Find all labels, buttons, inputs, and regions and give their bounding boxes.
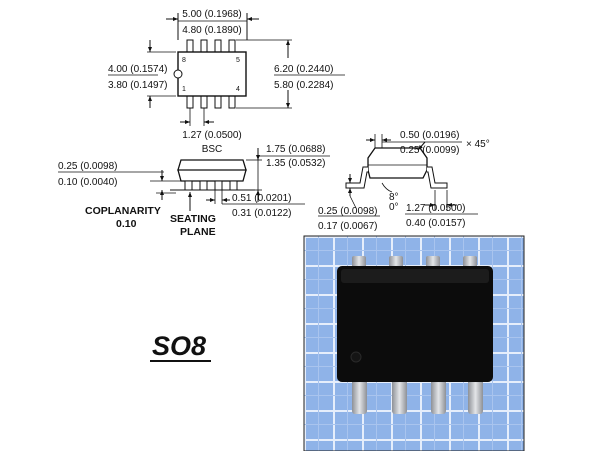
chip-photo [303,235,525,451]
foot-max-label: 1.27 (0.0500) [406,203,466,214]
total-width-min-label: 5.80 (0.2284) [274,80,334,91]
thickness-min-label: 0.17 (0.0067) [318,221,378,232]
height-min-label: 1.35 (0.0532) [266,158,326,169]
lead-width-max-label: 0.51 (0.0201) [232,193,292,204]
top-pin-6 [214,39,222,53]
photo-bottom-lead-3 [431,374,446,414]
end-lead-right [427,166,448,189]
side-lead-1 [184,180,193,191]
top-pin-8 [186,39,194,53]
pin-1-label: 1 [182,86,186,93]
body-width-min-label: 3.80 (0.1497) [108,80,168,91]
top-pin-5 [228,39,236,53]
package-name-title: SO8 [152,331,206,361]
end-view-body [367,147,428,179]
top-view: 5.00 (0.1968) 4.80 (0.1890) 8 5 1 4 4.00… [108,9,345,155]
pin1-notch-icon [173,69,183,79]
plane-label: PLANE [180,226,216,238]
coplanarity-value-label: 0.10 [116,218,137,230]
standoff-max-label: 0.25 (0.0098) [58,161,118,172]
photo-pin1-dot-icon [350,351,362,363]
bottom-pin-4 [228,95,236,109]
end-lead-left [345,166,368,189]
end-view: 0.50 (0.0196) 0.25 (0.0099) × 45° 0.25 (… [318,130,490,232]
bottom-pin-1 [186,95,194,109]
height-max-label: 1.75 (0.0688) [266,144,326,155]
top-view-body [177,51,247,97]
bottom-pin-3 [214,95,222,109]
total-width-max-label: 6.20 (0.2440) [274,64,334,75]
photo-bottom-lead-4 [468,374,483,414]
chamfer-max-label: 0.50 (0.0196) [400,130,460,141]
bottom-pin-2 [200,95,208,109]
photo-chip-body [337,266,493,382]
pin-8-label: 8 [182,57,186,64]
angle-min-label: 0° [389,202,399,213]
side-lead-3 [214,180,223,191]
pin-5-label: 5 [236,57,240,64]
chamfer-angle-label: × 45° [466,139,490,150]
standoff-min-label: 0.10 (0.0040) [58,177,118,188]
side-view: 1.75 (0.0688) 1.35 (0.0532) 0.25 (0.0098… [58,144,330,238]
coplanarity-label: COPLANARITY [85,205,161,217]
body-width-max-label: 4.00 (0.1574) [108,64,168,75]
side-lead-2 [199,180,208,191]
side-lead-4 [229,180,238,191]
angle-max-label: 8° [389,192,399,203]
photo-bottom-lead-1 [352,374,367,414]
length-min-label: 4.80 (0.1890) [182,25,242,36]
foot-min-label: 0.40 (0.0157) [406,218,466,229]
length-max-label: 5.00 (0.1968) [182,9,242,20]
seating-label: SEATING [170,213,216,225]
side-view-body [177,159,247,182]
pitch-label: 1.27 (0.0500) [182,130,242,141]
lead-width-min-label: 0.31 (0.0122) [232,208,292,219]
pin-4-label: 4 [236,86,240,93]
photo-bottom-lead-2 [392,374,407,414]
thickness-max-label: 0.25 (0.0098) [318,206,378,217]
top-pin-7 [200,39,208,53]
chamfer-min-label: 0.25 (0.0099) [400,145,460,156]
pitch-note-label: BSC [202,144,223,155]
